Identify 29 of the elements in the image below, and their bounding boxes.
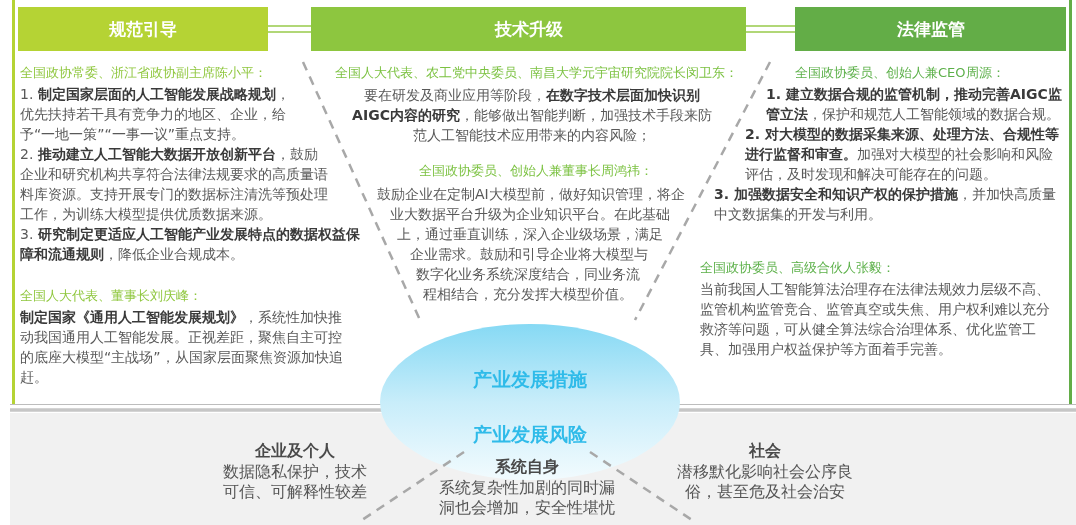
section-header: 规范引导 — [18, 7, 268, 51]
risk-description: 潜移默化影响社会公序良俗，甚至危及社会治安 — [676, 462, 854, 502]
speaker-attribution: 全国政协委员、创始人兼CEO周源： — [795, 64, 1005, 82]
numbered-item: 3. 加强数据安全和知识产权的保护措施，并加快高质量中文数据集的开发与利用。 — [714, 185, 1057, 224]
section-header: 法律监管 — [795, 7, 1066, 51]
panel-heading: 产业发展措施 — [473, 368, 587, 390]
connector-line — [267, 25, 312, 33]
connector-line — [745, 25, 796, 33]
speaker-attribution: 全国人大代表、董事长刘庆峰： — [20, 287, 202, 305]
risk-heading: 社会 — [749, 441, 781, 461]
quote-text: 要在研发及商业应用等阶段，在数字技术层面加快识别AIGC内容的研究，能够做出智能判断，加强技术手段来防范人工智能技术应用带来的内容风险； — [352, 86, 712, 145]
section-header: 技术升级 — [311, 7, 746, 51]
speaker-attribution: 全国政协常委、浙江省政协副主席陈小平： — [20, 64, 267, 82]
risk-heading: 企业及个人 — [255, 441, 335, 461]
risk-description: 数据隐私保护，技术可信、可解释性较差 — [222, 462, 368, 502]
numbered-item: 1. 建立数据合规的监管机制，推动完善AIGC监管立法，保护和规范人工智能领域的数据合规。 — [766, 85, 1062, 124]
risk-heading: 系统自身 — [495, 457, 559, 477]
quote-text: 当前我国人工智能算法治理存在法律法规效力层级不高、监管机构监管竞合、监管真空或失焦、用户权利难以充分救济等问题，可从健全算法综合治理体系、优化监管工具、加强用户权益保护等方面着手完善。 — [700, 280, 1051, 359]
speaker-attribution: 全国人大代表、农工党中央委员、南昌大学元宇宙研究院院长闵卫东： — [334, 64, 738, 82]
quote-text: 制定国家《通用人工智能发展规划》，系统性加快推动我国通用人工智能发展。正视差距，聚焦自主可控的底座大模型“主战场”，从国家层面聚焦资源加快追赶。 — [20, 308, 344, 387]
numbered-item: 2. 推动建立人工智能大数据开放创新平台，鼓励企业和研究机构共享符合法律法规要求的高质量语料库资源。支持开展专门的数据标注清洗等预处理工作，为训练大模型提供优质数据来源。 — [20, 145, 329, 224]
speaker-attribution: 全国政协委员、创始人兼董事长周鸿祎： — [419, 162, 653, 180]
numbered-item: 1. 制定国家层面的人工智能发展战略规划，优先扶持若干具有竞争力的地区、企业，给予“一地一策”“一事一议”重点支持。 — [20, 85, 291, 144]
numbered-item: 3. 研究制定更适应人工智能产业发展特点的数据权益保障和流通规则，降低企业合规成本。 — [20, 225, 361, 264]
panel-heading: 产业发展风险 — [473, 423, 587, 445]
risk-description: 系统复杂性加剧的同时漏洞也会增加，安全性堪忧 — [438, 478, 616, 518]
speaker-attribution: 全国政协委员、高级合伙人张毅： — [700, 259, 895, 277]
quote-text: 鼓励企业在定制AI大模型前，做好知识管理，将企业大数据平台升级为企业知识平台。在此基础上，通过垂直训练，深入企业级场景，满足企业需求。鼓励和引导企业将大模型与数字化业务系统深度结合，同业务流程相结合，充分发挥大模型价值。 — [376, 185, 686, 304]
numbered-item: 2. 对大模型的数据采集来源、处理方法、合规性等进行监督和审查。加强对大模型的社会影响和风险评估，及时发现和解决可能存在的问题。 — [745, 125, 1060, 184]
